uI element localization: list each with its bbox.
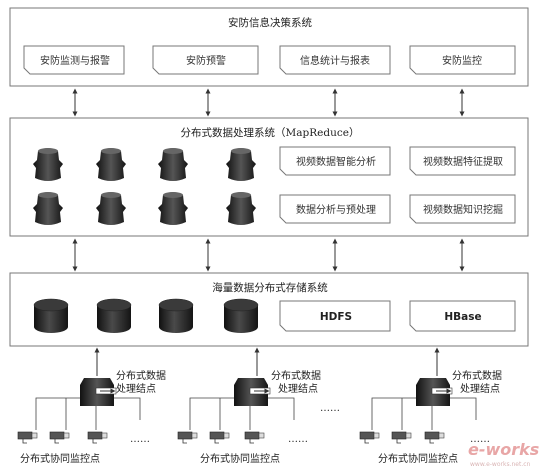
camera-icon: [177, 431, 198, 444]
node-wiring: [189, 397, 295, 430]
disk-icon: [158, 298, 194, 334]
group-label: 分布式协同监控点: [20, 452, 100, 465]
monitoring-group-2: 分布式数据 处理结点 …… 分布式协同监控点: [177, 369, 321, 465]
camera-icon: [391, 431, 412, 444]
processing-node-icon: [416, 378, 453, 406]
watermark-url: www.e-works.net.cn: [470, 461, 531, 468]
storage-layer-title: 海量数据分布式存储系统: [212, 281, 328, 294]
processing-box-label: 视频数据知识挖掘: [423, 203, 503, 216]
decision-box-warning: 安防预警: [152, 45, 259, 75]
camera-icon: [359, 431, 380, 444]
camera-icon: [244, 431, 265, 444]
groups-ellipsis: ……: [320, 403, 340, 414]
storage-box-hbase: HBase: [409, 300, 516, 332]
node-label-line1: 分布式数据: [452, 369, 502, 382]
camera-ellipsis: ……: [470, 434, 490, 445]
group-label: 分布式协同监控点: [200, 452, 280, 465]
processing-node-icon: [80, 378, 117, 406]
processing-box-label: 数据分析与预处理: [296, 203, 376, 216]
disk-icon: [223, 298, 259, 334]
camera-icon: [17, 431, 38, 444]
storage-box-hdfs: HDFS: [279, 300, 391, 332]
camera-ellipsis: ……: [288, 434, 308, 445]
arrows-nodes-storage: [94, 347, 440, 376]
camera-icon: [209, 431, 230, 444]
decision-box-label: 安防预警: [186, 54, 226, 67]
disk-icon: [33, 298, 69, 334]
arrows-decision-processing: [72, 88, 465, 117]
decision-box-label: 信息统计与报表: [300, 54, 370, 67]
watermark-logo: e-works www.e-works.net.cn: [468, 440, 539, 468]
group-label: 分布式协同监控点: [378, 452, 458, 465]
node-wiring: [35, 397, 141, 430]
decision-layer-title: 安防信息决策系统: [228, 16, 312, 29]
node-label-line1: 分布式数据: [116, 369, 166, 382]
processing-box-preprocessing: 数据分析与预处理: [279, 194, 391, 224]
processing-box-video-analysis: 视频数据智能分析: [279, 146, 391, 176]
decision-box-surveillance: 安防监控: [409, 45, 516, 75]
camera-icon: [87, 431, 108, 444]
monitoring-group-3: 分布式数据 处理结点 …… 分布式协同监控点: [359, 369, 502, 465]
watermark-brand: e-works: [468, 440, 539, 459]
node-wiring: [371, 397, 477, 430]
processing-box-knowledge-mining: 视频数据知识挖掘: [409, 194, 516, 224]
storage-box-label: HBase: [444, 311, 481, 323]
processing-box-label: 视频数据特征提取: [423, 155, 503, 168]
arrows-processing-storage: [72, 238, 465, 272]
decision-box-label: 安防监测与报警: [40, 54, 110, 67]
storage-box-label: HDFS: [320, 311, 352, 323]
camera-ellipsis: ……: [130, 434, 150, 445]
decision-box-monitor-alarm: 安防监测与报警: [23, 45, 125, 75]
disk-icon: [96, 298, 132, 334]
processing-layer-title: 分布式数据处理系统（MapReduce）: [181, 126, 360, 139]
camera-icon: [49, 431, 70, 444]
node-label-line2: 处理结点: [278, 382, 318, 395]
processing-box-label: 视频数据智能分析: [296, 155, 376, 168]
processing-node-icon: [234, 378, 271, 406]
node-label-line2: 处理结点: [460, 382, 500, 395]
node-label-line1: 分布式数据: [271, 369, 321, 382]
camera-icon: [424, 431, 445, 444]
decision-box-label: 安防监控: [442, 54, 482, 67]
processing-box-feature-extraction: 视频数据特征提取: [409, 146, 516, 176]
monitoring-group-1: 分布式数据 处理结点 …… 分布式协同监控点: [17, 369, 166, 465]
decision-box-statistics: 信息统计与报表: [279, 45, 391, 75]
node-label-line2: 处理结点: [116, 382, 156, 395]
